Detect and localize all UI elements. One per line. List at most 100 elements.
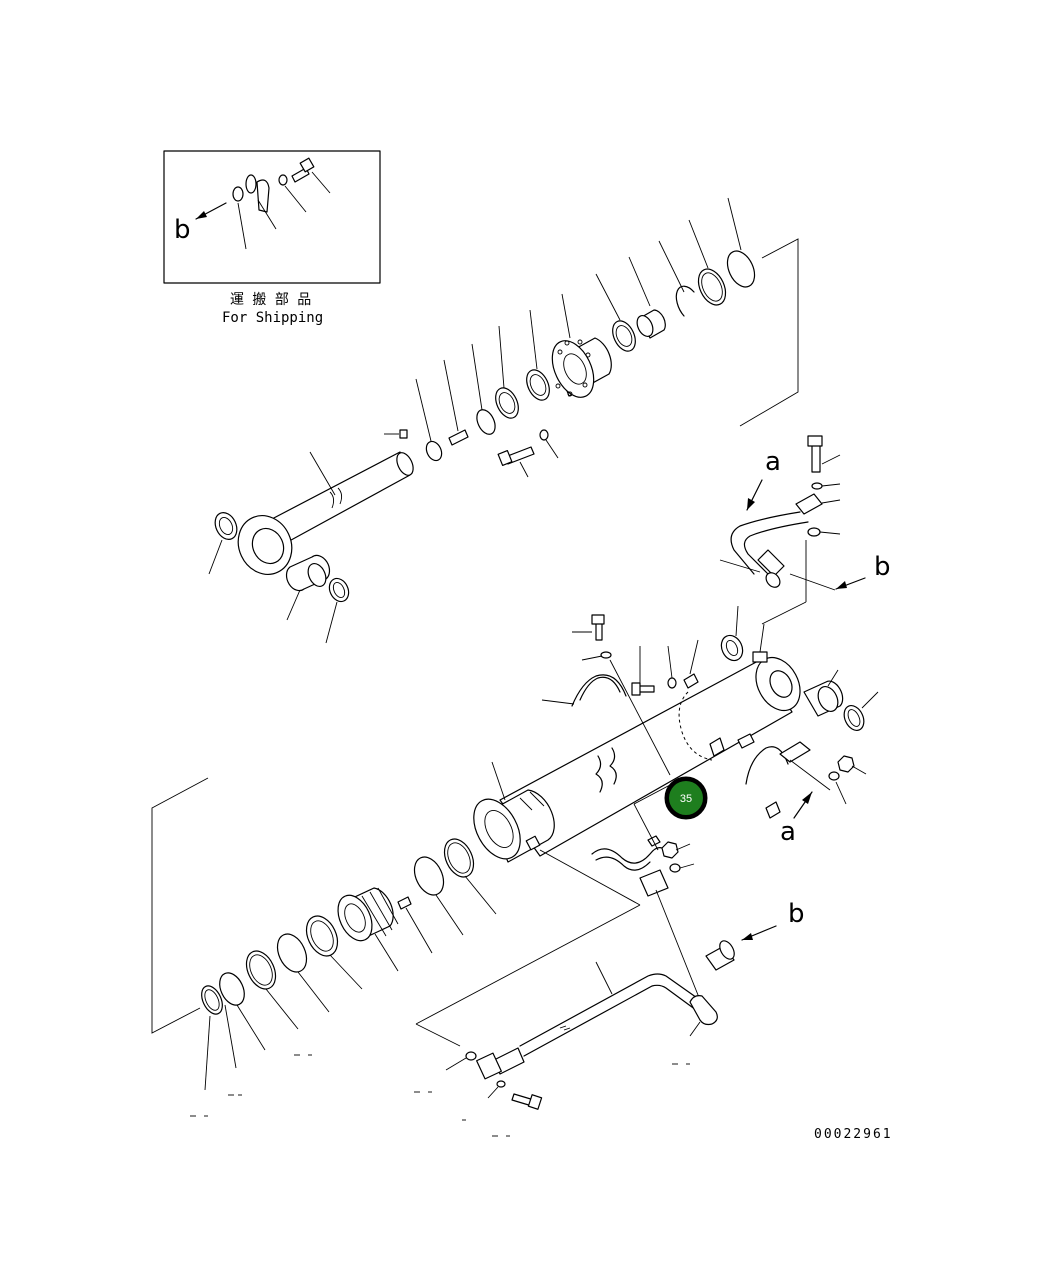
leader-piston-nut	[415, 378, 432, 442]
head-seal-1-inner	[615, 325, 633, 347]
piston-set-screw	[397, 896, 412, 910]
tube-top-seal-inner	[725, 639, 739, 657]
leader-b-ref	[789, 573, 836, 591]
piston-ring-2-inner	[498, 392, 516, 414]
leader-clamp-lower-washer	[679, 863, 695, 869]
arrow-a-top-head	[747, 498, 755, 510]
leader-head-seal-1	[595, 273, 621, 321]
inset-view-letter: b	[174, 215, 191, 245]
clamp-right-plate	[765, 801, 781, 819]
rod-assembly	[208, 197, 799, 644]
clamp-right-washer	[828, 771, 840, 781]
leader-backup-ring	[688, 219, 709, 269]
tube-to-pipe-leader	[539, 849, 641, 906]
leader-snap-ring	[658, 240, 685, 293]
leader-clamp-right-bracket	[789, 759, 831, 791]
piston-rod	[269, 451, 411, 546]
piston-end-ring	[201, 985, 223, 1015]
tube-dust-seal	[843, 705, 865, 731]
clamp-plate-lower	[709, 737, 725, 757]
leader-clamp-washer-middle	[667, 645, 673, 679]
backup-ring-inner	[701, 272, 723, 302]
pipe-lower-o-ring	[465, 1051, 477, 1061]
leader-set-screw	[443, 359, 459, 432]
tube-head-bore	[484, 810, 514, 848]
cylinder-head-bore	[563, 353, 587, 385]
pipe-upper-1	[730, 511, 801, 575]
head-bolt-hole-4	[585, 352, 591, 358]
pipe-lower-washer	[496, 1080, 506, 1088]
upper-piping: a b	[719, 435, 891, 625]
leader-clamp-right-nut	[851, 765, 867, 775]
inset-frame	[163, 150, 381, 284]
pipe-lower-1	[519, 973, 701, 1047]
head-bolt-cap	[497, 449, 513, 467]
leader-pipe-lower-washer	[487, 1086, 499, 1099]
leader-tube-grease	[759, 623, 765, 653]
callout-35[interactable]: 35	[664, 776, 708, 820]
leader-piston-ring-2	[498, 325, 505, 389]
leader-clamp-washer-upper	[581, 655, 603, 661]
clamp-lower-washer	[669, 863, 681, 873]
head-bolt-hole-2	[564, 340, 570, 346]
leader-clamp-lower-nut	[675, 843, 691, 851]
clamp-lower-to-pipe-leader	[655, 889, 701, 1001]
head-bolt-hole-5	[582, 382, 588, 388]
leader-cylinder-head	[561, 293, 571, 339]
leader-u-clamp-upper	[541, 699, 575, 705]
inset-leader-3	[284, 185, 307, 213]
tube-port-block	[525, 835, 541, 851]
leader-tube-top-seal	[735, 605, 739, 637]
piston-seals	[201, 838, 497, 1091]
leader-tube-o-ring	[464, 875, 497, 915]
leader-tube-backup-ring	[435, 894, 464, 936]
head-bolt-washer	[539, 429, 549, 441]
piston-cushion-ring	[219, 972, 245, 1006]
piston-seal-1	[305, 915, 339, 957]
inset-caption-en: For Shipping	[222, 310, 323, 326]
head-bolt-hole-6	[567, 391, 573, 397]
leader-piston-cushion-ring	[236, 1004, 266, 1051]
blank-part-labels	[190, 1054, 690, 1137]
clamp-right-nut	[837, 755, 855, 773]
inset-small-washer	[278, 174, 288, 186]
piston-groove-2	[369, 891, 393, 931]
pipe-fitting-end	[765, 572, 781, 588]
grease-fitting	[399, 429, 408, 439]
lower-group-bracket-end	[415, 1023, 461, 1047]
u-clamp-lower-inner	[595, 856, 651, 871]
pipe-lower-bolt-head	[527, 1094, 543, 1110]
callout-35-number: 35	[680, 793, 692, 805]
tube-bushing-face	[817, 686, 839, 712]
rod-end-seal	[214, 512, 238, 540]
clamp-washer-middle	[667, 677, 677, 689]
pipe-lower-2	[523, 984, 697, 1057]
head-bolt-hole-3	[577, 339, 583, 345]
head-seal-1	[612, 320, 636, 352]
tube-eye-bore	[769, 670, 793, 698]
leader-piston-end-ring	[204, 1015, 211, 1091]
clamp-bolt-upper-head	[591, 614, 605, 625]
leader-pipe-fitting	[719, 559, 761, 573]
pipe-break-1	[559, 1025, 567, 1029]
tube-pipe-clamps: a	[541, 614, 867, 1001]
rod-break-mark	[329, 487, 343, 509]
rod-thread-end	[396, 452, 414, 476]
drawing-number: 00022961	[814, 1127, 893, 1142]
view-letter-b-right: b	[874, 552, 891, 582]
pipe-group-bracket-2	[761, 601, 807, 625]
callout-35-badge	[669, 781, 703, 815]
leader-rod	[309, 451, 336, 496]
pipe-fitting	[757, 549, 785, 577]
o-ring	[726, 250, 756, 288]
leader-pipe-lower	[595, 961, 613, 995]
leader-piston-seal-1	[329, 954, 363, 990]
snap-ring	[675, 285, 695, 317]
u-clamp-upper-inner	[579, 676, 621, 701]
tube-ring-line-1	[519, 797, 533, 811]
leader-rod-end-seal	[208, 539, 223, 575]
piston-bore	[344, 903, 366, 933]
leader-piston-set-screw	[405, 907, 433, 954]
clamp-lower-plate	[639, 869, 669, 897]
pipe-right-fitting-end	[719, 940, 735, 960]
